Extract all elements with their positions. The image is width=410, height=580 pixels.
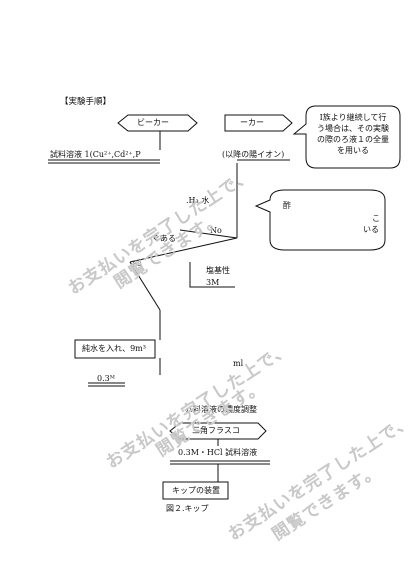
hcl-box-line1: 塩基性 <box>206 266 230 275</box>
beaker-hexagon-right <box>224 114 293 132</box>
kipp-label: キップの装置 <box>172 486 220 495</box>
callout-line: を用いる <box>337 146 369 155</box>
pure-water-box <box>74 339 156 359</box>
ammonia-label: .H₃ 水 <box>186 196 210 205</box>
section-heading: 【実験手順】 <box>60 97 112 107</box>
kipp-box <box>162 481 229 500</box>
no-label: No <box>210 226 222 235</box>
callout-mid <box>254 189 386 251</box>
sample-conc-title: ㇵ料溶液の濃度調整 <box>185 405 257 414</box>
beaker-label-right: ーカー <box>240 118 264 127</box>
callout-line: Ⅰ族より継続して行 <box>319 113 387 122</box>
figure-caption: 図２.キップ <box>166 504 209 513</box>
beaker-label: ビーカー <box>137 118 169 127</box>
sample-solution-label: 試料溶液 1(Cu²⁺,Cd²⁺,P <box>50 150 141 159</box>
callout-mid-text-a: 酢 <box>283 201 291 210</box>
conc-label: 0.3ᴹ <box>97 374 115 383</box>
decision-text: ぐある <box>152 234 176 243</box>
beaker-hexagon <box>117 114 198 132</box>
sample-suffix-label: (以降の陽イオン) <box>222 150 285 159</box>
yes-label: .es <box>130 259 142 268</box>
triangle-flask-label: 三角フラスコ <box>192 426 240 435</box>
callout-mid-text-b: こ <box>372 214 380 223</box>
callout-top <box>292 105 401 169</box>
ml-label: ml <box>233 359 244 368</box>
callout-line: の際のろ液１の全量 <box>317 135 389 144</box>
callout-line: う場合は、その実験 <box>317 124 389 133</box>
hcl-box-line2: 3M <box>206 278 220 287</box>
pure-water-label: 純水を入れ、9m³ <box>82 344 146 353</box>
flask-hexagon <box>169 422 267 440</box>
hcl-sample-label: 0.3M・HCl 試料溶液 <box>178 448 258 457</box>
callout-mid-text-c: いる <box>363 225 379 234</box>
callout-top-text: Ⅰ族より継続して行 う場合は、その実験 の際のろ液１の全量 を用いる <box>310 112 396 156</box>
